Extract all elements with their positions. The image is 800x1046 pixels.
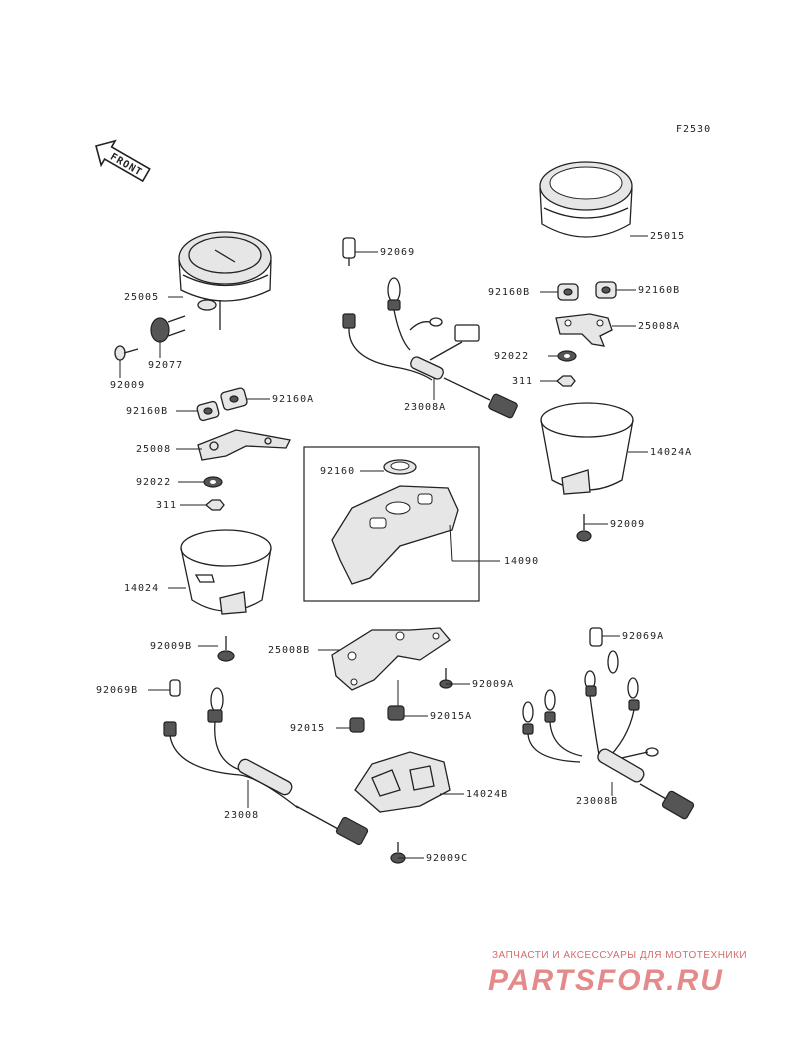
grommet-92160 bbox=[383, 459, 417, 475]
harness-23008 bbox=[163, 679, 369, 846]
washer-92022-left bbox=[203, 476, 223, 488]
label-311-left: 311 bbox=[156, 500, 177, 511]
label-92160B-r2: 92160B bbox=[638, 285, 680, 296]
part-labels: 25005 92077 92009 92160B 92160A 25008 92… bbox=[96, 231, 692, 864]
rubber-92160B-r2 bbox=[595, 281, 617, 299]
label-14024: 14024 bbox=[124, 583, 159, 594]
label-92022-left: 92022 bbox=[136, 477, 171, 488]
label-92015A: 92015A bbox=[430, 711, 472, 722]
front-arrow-icon: FRONT bbox=[95, 139, 151, 183]
leader-lines bbox=[119, 235, 648, 859]
label-23008A: 23008A bbox=[404, 402, 446, 413]
label-92015: 92015 bbox=[290, 723, 325, 734]
cable-nut-92077 bbox=[150, 315, 186, 343]
screw-92009A bbox=[439, 668, 453, 689]
tachometer-25015 bbox=[539, 161, 633, 238]
bracket-25008 bbox=[197, 429, 291, 461]
cover-14024 bbox=[180, 529, 272, 615]
label-25008B: 25008B bbox=[268, 645, 310, 656]
bulb-92069A bbox=[589, 627, 603, 647]
nut-311-left bbox=[204, 499, 225, 511]
label-92009C: 92009C bbox=[426, 853, 468, 864]
label-92009B: 92009B bbox=[150, 641, 192, 652]
collar-92015 bbox=[349, 717, 365, 733]
label-92009A: 92009A bbox=[472, 679, 514, 690]
figure-id: F2530 bbox=[676, 124, 711, 135]
watermark-tagline: ЗАПЧАСТИ И АКСЕССУАРЫ ДЛЯ МОТОТЕХНИКИ bbox=[492, 950, 748, 961]
label-92022-right: 92022 bbox=[494, 351, 529, 362]
label-92009-right: 92009 bbox=[610, 519, 645, 530]
label-14090: 14090 bbox=[504, 556, 539, 567]
nut-311-right bbox=[555, 375, 576, 387]
washer-92022-right bbox=[557, 350, 577, 362]
label-25015: 25015 bbox=[650, 231, 685, 242]
screw-92009B bbox=[217, 636, 235, 662]
label-25005: 25005 bbox=[124, 292, 159, 303]
screw-92009-right bbox=[576, 514, 592, 542]
label-92077: 92077 bbox=[148, 360, 183, 371]
rubber-92160A bbox=[220, 387, 248, 411]
bracket-25008B bbox=[331, 627, 451, 691]
label-14024B: 14024B bbox=[466, 789, 508, 800]
label-25008: 25008 bbox=[136, 444, 171, 455]
screw-92009C bbox=[390, 842, 406, 864]
cover-14024B bbox=[354, 751, 451, 813]
housing-14090 bbox=[331, 485, 459, 585]
label-92160B-r1: 92160B bbox=[488, 287, 530, 298]
watermark-logo: PARTSFOR.RU bbox=[488, 964, 724, 997]
label-92069B: 92069B bbox=[96, 685, 138, 696]
label-92160: 92160 bbox=[320, 466, 355, 477]
label-92069A: 92069A bbox=[622, 631, 664, 642]
label-14024A: 14024A bbox=[650, 447, 692, 458]
label-92009: 92009 bbox=[110, 380, 145, 391]
housing-14090-box bbox=[303, 446, 480, 602]
screw-92009 bbox=[114, 345, 139, 361]
bracket-25008A bbox=[555, 313, 613, 347]
label-92069: 92069 bbox=[380, 247, 415, 258]
label-92160B-left: 92160B bbox=[126, 406, 168, 417]
collar-92015A bbox=[387, 705, 405, 721]
label-311-right: 311 bbox=[512, 376, 533, 387]
cover-14024A bbox=[540, 402, 634, 495]
speedometer-25005 bbox=[178, 231, 272, 330]
label-23008B: 23008B bbox=[576, 796, 618, 807]
label-25008A: 25008A bbox=[638, 321, 680, 332]
bulb-92069 bbox=[342, 237, 356, 266]
rubber-92160B-left bbox=[196, 400, 220, 422]
label-23008: 23008 bbox=[224, 810, 259, 821]
rubber-92160B-r1 bbox=[557, 283, 579, 301]
harness-23008B bbox=[522, 650, 695, 820]
label-92160A: 92160A bbox=[272, 394, 314, 405]
harness-23008A bbox=[342, 277, 518, 419]
